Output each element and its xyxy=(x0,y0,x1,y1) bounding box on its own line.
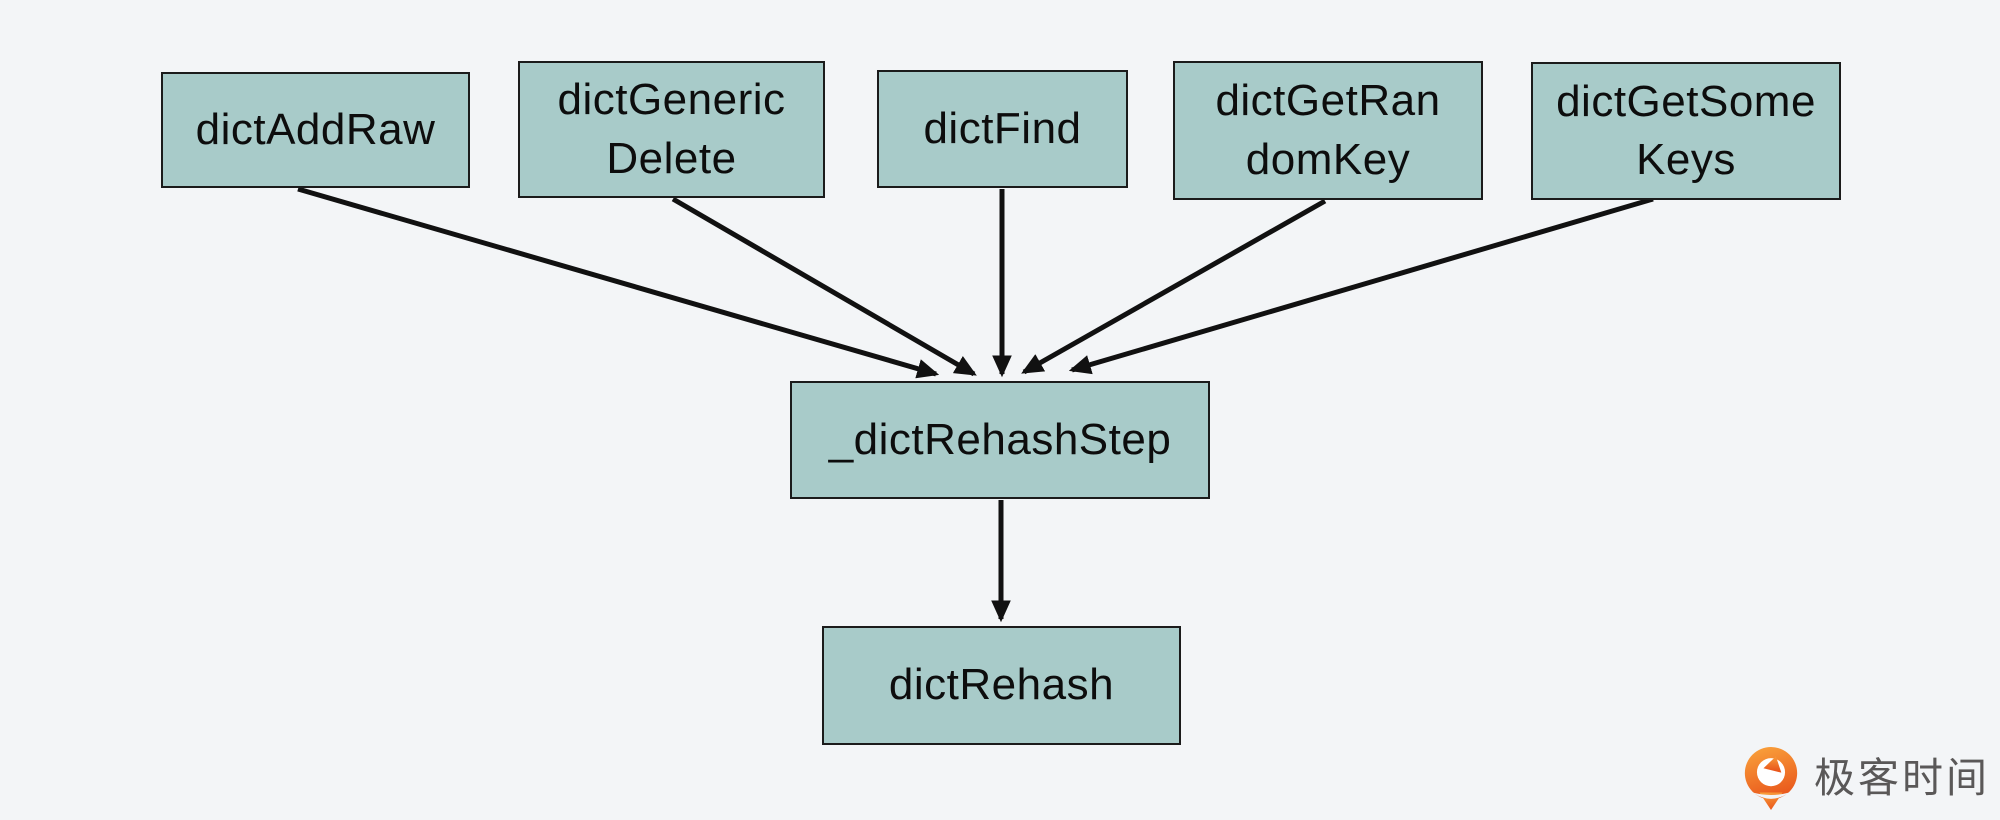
node-dictAddRaw: dictAddRaw xyxy=(161,72,470,188)
node-label: dictGetRan domKey xyxy=(1215,76,1441,184)
node-dictFind: dictFind xyxy=(877,70,1128,188)
node-label: dictFind xyxy=(923,103,1082,153)
geektime-logo: 极客时间 xyxy=(1740,744,1990,812)
geektime-logo-text: 极客时间 xyxy=(1814,754,1990,801)
edge-dictGetRandomKey-to-_dictRehashStep xyxy=(1021,198,1327,375)
node-_dictRehashStep: _dictRehashStep xyxy=(790,381,1210,499)
node-dictRehash: dictRehash xyxy=(822,626,1181,745)
node-label: dictRehash xyxy=(888,660,1115,710)
edge-dictGetSomeKeys-to-_dictRehashStep xyxy=(1068,196,1654,375)
node-label: dictAddRaw xyxy=(195,104,436,154)
node-dictGenericDelete: dictGeneric Delete xyxy=(518,61,825,198)
node-label: dictGetSome Keys xyxy=(1556,76,1816,184)
edge-dictAddRaw-to-_dictRehashStep xyxy=(297,186,940,379)
node-label: _dictRehashStep xyxy=(828,414,1172,464)
node-dictGetSomeKeys: dictGetSome Keys xyxy=(1531,62,1841,200)
edge-dictGenericDelete-to-_dictRehashStep xyxy=(671,196,977,377)
node-dictGetRandomKey: dictGetRan domKey xyxy=(1173,61,1483,200)
node-label: dictGeneric Delete xyxy=(557,75,786,183)
geektime-logo-icon xyxy=(1744,747,1798,810)
